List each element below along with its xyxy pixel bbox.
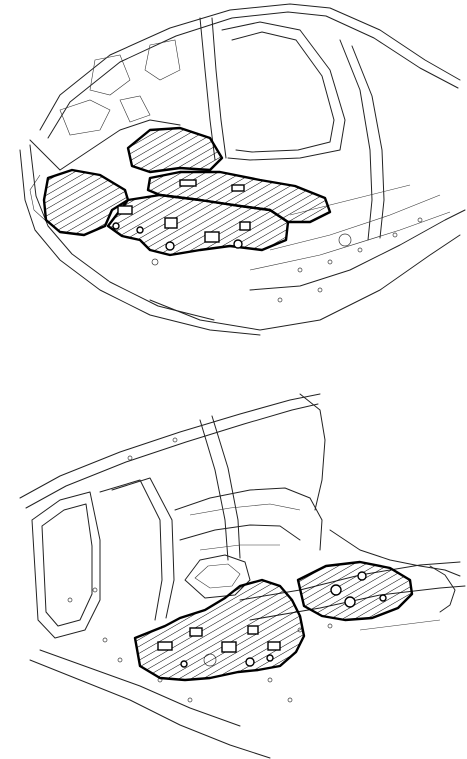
front-insulator-left-pad [42, 168, 130, 237]
front-floor-drawing [19, 3, 466, 336]
front-body-structure [19, 3, 466, 336]
rear-insulator-cargo-pad [296, 560, 414, 622]
front-insulator-upper-pad [126, 126, 224, 174]
front-floor-insulator [42, 126, 332, 257]
front-floor-view [0, 0, 467, 345]
rear-floor-view [0, 380, 467, 759]
rear-insulator-main-pad [133, 578, 306, 682]
rear-floor-insulator [133, 560, 414, 682]
rear-floor-drawing [19, 393, 466, 759]
